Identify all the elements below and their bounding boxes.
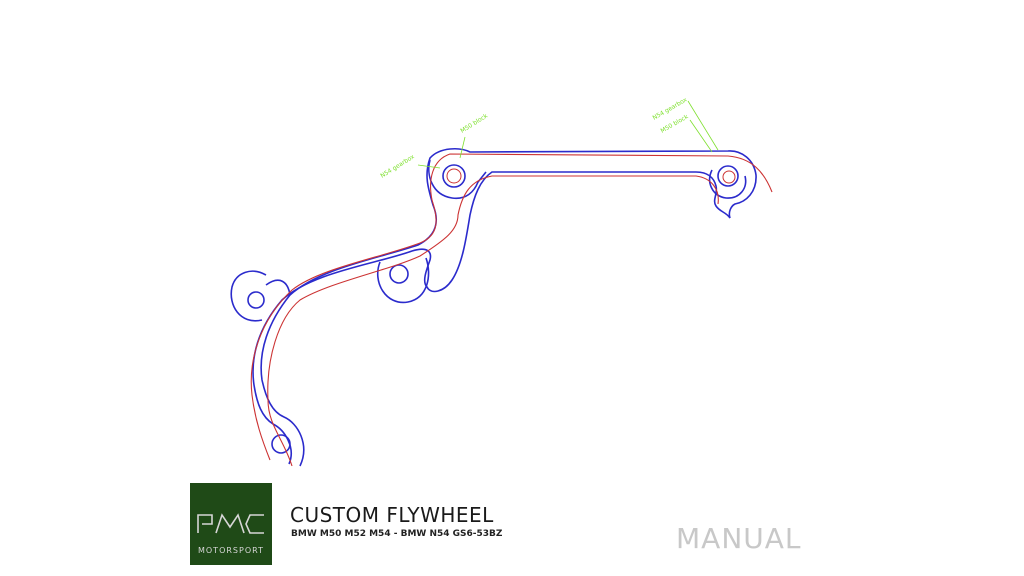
product-subtitle: BMW M50 M52 M54 - BMW N54 GS6-53BZ (291, 529, 503, 539)
pmc-logo-mark-icon (197, 513, 264, 534)
product-title: CUSTOM FLYWHEEL (290, 503, 494, 527)
bolt-hole-top-left (442, 164, 466, 188)
block-outline-outer (260, 148, 757, 467)
middle-lobe-outline (376, 257, 430, 304)
top-left-lobe-outline (428, 159, 487, 200)
gearbox-hole-top-right (722, 170, 736, 184)
block-outline-inner (252, 171, 731, 465)
annotation-mid: M50 block (459, 112, 489, 134)
brand-name: MOTORSPORT (197, 546, 264, 555)
gearbox-outline-inner (267, 175, 719, 467)
bolt-hole-left (247, 291, 265, 309)
annotation-left: N54 gearbox (379, 153, 416, 180)
right-lobe-outline (708, 169, 747, 199)
bolt-hole-top-right (717, 165, 739, 187)
gearbox-hole-top-left (446, 168, 462, 184)
leader-line-mid (459, 136, 466, 159)
leader-line-left (417, 164, 441, 169)
bolt-hole-bottom (271, 434, 291, 454)
gearbox-outline-outer (250, 153, 773, 461)
left-lobe-outline (230, 270, 291, 322)
transmission-type-label: MANUAL (676, 522, 802, 555)
bolt-hole-middle (389, 264, 409, 284)
brand-logo: MOTORSPORT (190, 483, 272, 565)
leader-line-right-bottom (689, 119, 713, 153)
leader-line-right-top (687, 100, 719, 151)
